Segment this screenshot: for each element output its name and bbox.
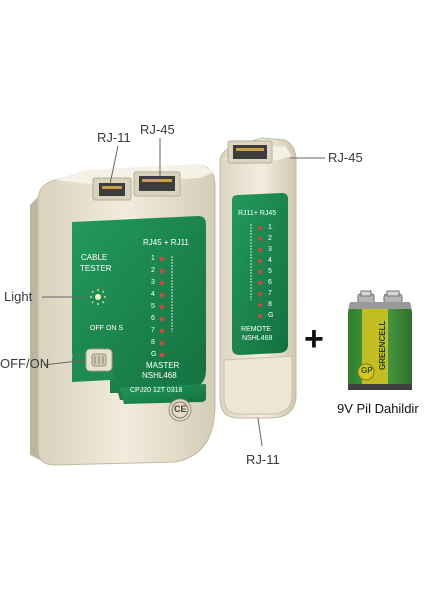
battery-caption: 9V Pil Dahildir xyxy=(337,401,419,416)
ce-badge xyxy=(168,398,192,422)
led-number: 7 xyxy=(151,327,155,334)
callout-off-on: OFF/ON xyxy=(0,356,50,371)
light-indicator xyxy=(90,289,106,305)
master-rj11-port xyxy=(92,177,132,201)
remote-led-column xyxy=(258,226,262,318)
led-number: 4 xyxy=(151,291,155,298)
master-cable-label-line1: CABLE xyxy=(81,253,108,262)
master-code: CPJ20 12T 0318 xyxy=(130,387,183,394)
callout-remote-rj11: RJ-11 xyxy=(246,452,280,467)
plus-sign: + xyxy=(304,320,324,358)
led-number: 4 xyxy=(268,257,272,264)
led-number: G xyxy=(268,312,274,319)
callout-light: Light xyxy=(4,289,33,304)
led-number: 6 xyxy=(268,279,272,286)
battery-9v xyxy=(348,290,412,390)
master-rj45-port xyxy=(133,171,181,197)
master-led-column xyxy=(159,256,165,358)
led-number: G xyxy=(151,351,157,358)
led-number: 8 xyxy=(268,301,272,308)
master-led-header: RJ45 + RJ11 xyxy=(143,238,189,247)
master-power-switch xyxy=(85,348,113,372)
remote-rj45-port xyxy=(227,140,273,164)
battery-text: GREENCELL xyxy=(378,320,387,370)
led-number: 7 xyxy=(268,290,272,297)
master-model-line2: NSHL468 xyxy=(142,371,177,380)
led-number: 6 xyxy=(151,315,155,322)
led-number: 5 xyxy=(151,303,155,310)
remote-led-header: RJ11+ RJ45 xyxy=(238,210,277,217)
battery-brand: GP xyxy=(361,366,373,375)
led-number: 1 xyxy=(151,255,155,262)
remote-model-line2: NSHL468 xyxy=(242,335,273,342)
led-number: 2 xyxy=(268,235,272,242)
led-number: 5 xyxy=(268,268,272,275)
remote-model-line1: REMOTE xyxy=(241,326,271,333)
master-unit xyxy=(30,164,216,466)
master-switch-label: OFF ON S xyxy=(90,325,124,332)
led-number: 3 xyxy=(268,246,272,253)
callout-master-rj45: RJ-45 xyxy=(140,122,175,137)
master-model-line1: MASTER xyxy=(146,361,180,370)
remote-unit xyxy=(219,137,297,419)
callout-master-rj11: RJ-11 xyxy=(97,130,131,145)
led-number: 3 xyxy=(151,279,155,286)
callout-remote-rj45: RJ-45 xyxy=(328,150,363,165)
ce-mark-text: CE xyxy=(174,404,187,414)
led-number: 8 xyxy=(151,339,155,346)
master-cable-label-line2: TESTER xyxy=(80,264,112,273)
led-number: 2 xyxy=(151,267,155,274)
led-number: 1 xyxy=(268,224,272,231)
